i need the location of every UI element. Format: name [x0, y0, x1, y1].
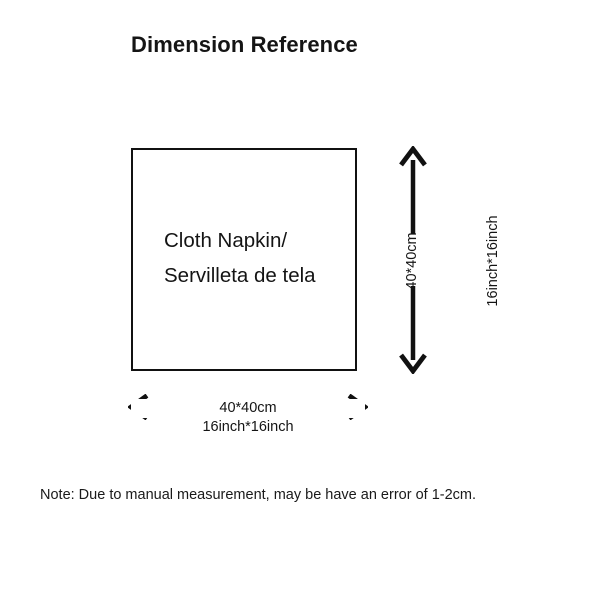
vertical-dimension-imperial-label: 16inch*16inch: [485, 215, 501, 307]
vertical-dimension-metric-label: 40*40cm: [404, 232, 420, 290]
product-label-line-1: Cloth Napkin/: [164, 229, 288, 252]
horizontal-dimension-metric-label: 40*40cm: [131, 399, 365, 418]
product-box-label: Cloth Napkin/ Servilleta de tela: [164, 223, 316, 293]
measurement-note: Note: Due to manual measurement, may be …: [40, 487, 477, 503]
page-title: Dimension Reference: [131, 32, 358, 57]
vertical-dimension-arrow-icon: [397, 146, 429, 374]
horizontal-dimension-imperial-label: 16inch*16inch: [202, 419, 294, 435]
horizontal-dimension-metric-text: 40*40cm: [210, 400, 286, 416]
product-label-line-2: Servilleta de tela: [164, 264, 316, 287]
product-box: Cloth Napkin/ Servilleta de tela: [131, 148, 357, 371]
